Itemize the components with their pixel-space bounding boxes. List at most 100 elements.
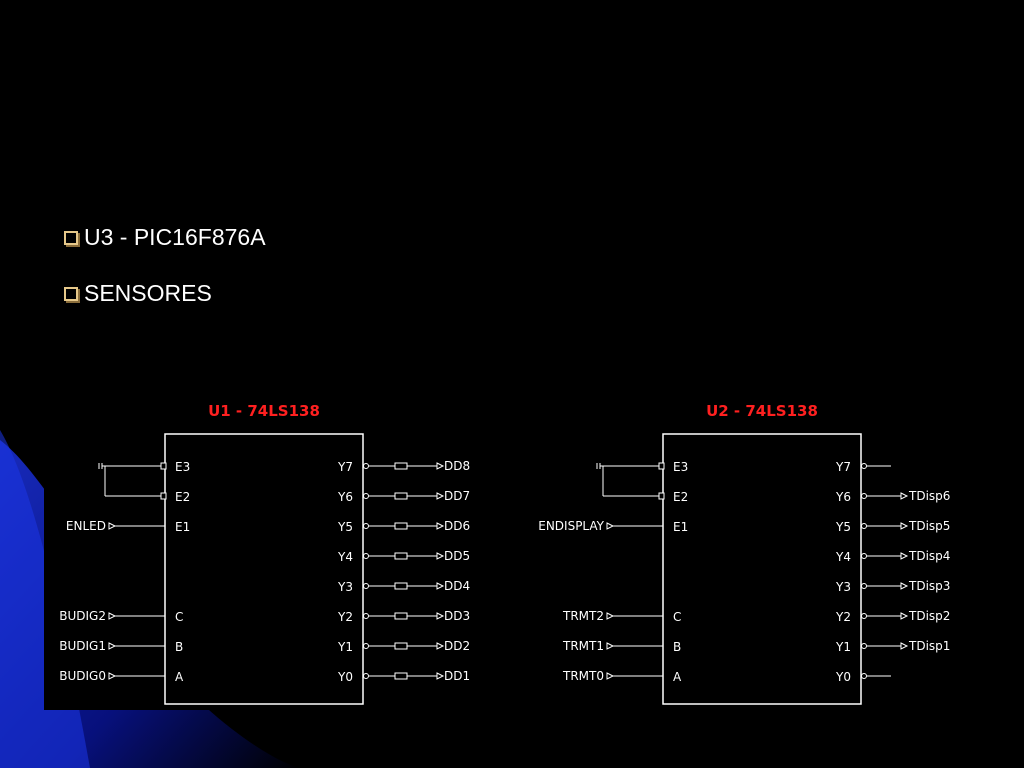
port-arrow xyxy=(436,582,445,590)
pin-label-y3: Y3 xyxy=(337,580,353,594)
checkbox-bullet-icon xyxy=(64,230,78,245)
pin-label-e2: E2 xyxy=(673,490,688,504)
pin-bubble xyxy=(861,493,867,499)
pin-stub xyxy=(160,462,167,470)
bullet-sensores: SENSORES xyxy=(64,280,212,307)
input-label: BUDIG0 xyxy=(59,669,106,683)
pin-label-c: C xyxy=(175,610,183,624)
pin-label-e3: E3 xyxy=(175,460,190,474)
pin-bubble xyxy=(861,553,867,559)
schematic-backing xyxy=(44,380,980,710)
pin-label-y1: Y1 xyxy=(337,640,353,654)
resistor xyxy=(394,582,408,590)
port-arrow xyxy=(108,642,117,650)
pin-label-y4: Y4 xyxy=(835,550,851,564)
pin-bubble xyxy=(363,613,369,619)
resistor xyxy=(394,462,408,470)
port-arrow xyxy=(436,552,445,560)
port-arrow xyxy=(436,612,445,620)
port-arrow xyxy=(436,522,445,530)
port-arrow xyxy=(606,612,615,620)
port-arrow xyxy=(606,672,615,680)
port-arrow xyxy=(606,642,615,650)
checkbox-bullet-icon xyxy=(64,286,78,301)
output-label: TDisp6 xyxy=(908,489,950,503)
pin-label-y1: Y1 xyxy=(835,640,851,654)
bullet-text: SENSORES xyxy=(84,280,212,306)
output-label: TDisp5 xyxy=(908,519,950,533)
bullet-u3: U3 - PIC16F876A xyxy=(64,224,266,251)
port-arrow xyxy=(436,642,445,650)
pin-bubble xyxy=(363,553,369,559)
pin-label-b: B xyxy=(673,640,681,654)
pin-bubble xyxy=(363,463,369,469)
resistor xyxy=(394,552,408,560)
pin-stub xyxy=(160,492,167,500)
port-arrow xyxy=(900,522,909,530)
pin-bubble xyxy=(363,643,369,649)
output-label: TDisp2 xyxy=(908,609,950,623)
output-label: DD8 xyxy=(444,459,470,473)
port-arrow xyxy=(108,672,117,680)
pin-label-y5: Y5 xyxy=(337,520,353,534)
pin-bubble xyxy=(363,583,369,589)
pin-bubble xyxy=(363,493,369,499)
pin-label-y6: Y6 xyxy=(835,490,851,504)
pin-label-y2: Y2 xyxy=(337,610,353,624)
input-label: BUDIG2 xyxy=(59,609,106,623)
pin-label-a: A xyxy=(673,670,682,684)
pin-label-y0: Y0 xyxy=(337,670,353,684)
output-label: DD1 xyxy=(444,669,470,683)
pin-label-y3: Y3 xyxy=(835,580,851,594)
port-arrow xyxy=(900,582,909,590)
pin-bubble xyxy=(861,583,867,589)
output-label: DD6 xyxy=(444,519,470,533)
pin-bubble xyxy=(861,523,867,529)
port-arrow xyxy=(108,522,117,530)
resistor xyxy=(394,522,408,530)
output-label: DD7 xyxy=(444,489,470,503)
pin-label-y4: Y4 xyxy=(337,550,353,564)
pin-bubble xyxy=(861,613,867,619)
output-label: TDisp4 xyxy=(908,549,950,563)
decoder-u1: U1 - 74LS138E3E2E1CBAY7Y6Y5Y4Y3Y2Y1Y0ENL… xyxy=(59,402,470,705)
pin-label-y6: Y6 xyxy=(337,490,353,504)
pin-stub xyxy=(658,462,665,470)
resistor xyxy=(394,642,408,650)
resistor xyxy=(394,492,408,500)
output-label: DD3 xyxy=(444,609,470,623)
decoder-u2: U2 - 74LS138E3E2E1CBAY7Y6Y5Y4Y3Y2Y1Y0END… xyxy=(538,402,950,705)
chip-title: U2 - 74LS138 xyxy=(706,402,818,420)
bullet-text: U3 - PIC16F876A xyxy=(84,224,266,250)
input-label: TRMT0 xyxy=(562,669,604,683)
pin-stub xyxy=(658,492,665,500)
port-arrow xyxy=(436,492,445,500)
output-label: TDisp1 xyxy=(908,639,950,653)
pin-bubble xyxy=(861,643,867,649)
port-arrow xyxy=(606,522,615,530)
port-arrow xyxy=(900,492,909,500)
chip-body xyxy=(662,433,862,705)
port-arrow xyxy=(436,462,445,470)
pin-bubble xyxy=(363,523,369,529)
output-label: DD5 xyxy=(444,549,470,563)
pin-bubble xyxy=(363,673,369,679)
port-arrow xyxy=(108,612,117,620)
input-label: TRMT1 xyxy=(562,639,604,653)
pin-label-e1: E1 xyxy=(175,520,190,534)
pin-label-y2: Y2 xyxy=(835,610,851,624)
pin-label-b: B xyxy=(175,640,183,654)
input-label: TRMT2 xyxy=(562,609,604,623)
pin-label-e3: E3 xyxy=(673,460,688,474)
pin-label-a: A xyxy=(175,670,184,684)
pin-label-c: C xyxy=(673,610,681,624)
pin-bubble xyxy=(861,673,867,679)
input-label: ENLED xyxy=(66,519,106,533)
output-label: TDisp3 xyxy=(908,579,950,593)
port-arrow xyxy=(436,672,445,680)
pin-label-y7: Y7 xyxy=(337,460,353,474)
port-arrow xyxy=(900,552,909,560)
output-label: DD4 xyxy=(444,579,470,593)
pin-label-y0: Y0 xyxy=(835,670,851,684)
